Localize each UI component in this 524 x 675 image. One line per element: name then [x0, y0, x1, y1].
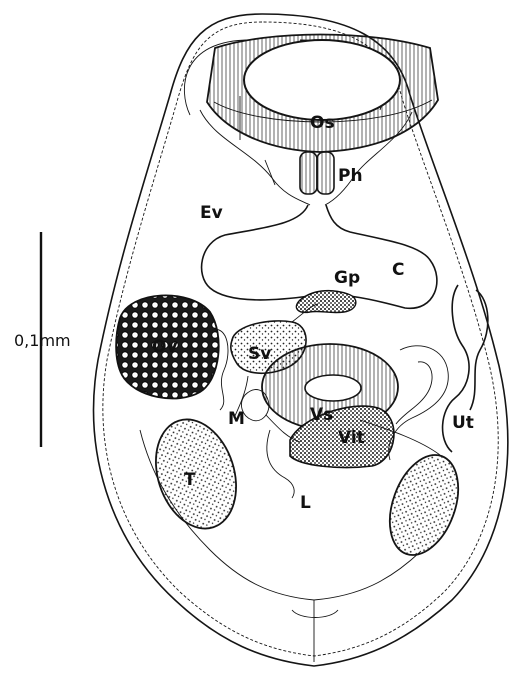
- pharynx: [300, 152, 334, 194]
- label-ventral-sucker: Vs: [310, 405, 333, 425]
- label-mehlis-gland: M: [228, 409, 245, 429]
- oral-sucker: [207, 35, 438, 153]
- label-caeca: C: [392, 260, 404, 280]
- label-testis: T: [184, 470, 196, 490]
- label-vitellarium: Vit: [338, 428, 365, 448]
- label-uterus: Ut: [452, 413, 474, 433]
- label-oral-sucker: Os: [310, 113, 335, 133]
- label-genital-pore: Gp: [334, 268, 360, 288]
- scale-bar-label: 0,1mm: [14, 331, 71, 350]
- label-ovary: Ov: [152, 337, 178, 357]
- label-seminal-vesicle: Sv: [248, 344, 271, 364]
- label-pharynx: Ph: [338, 166, 363, 186]
- label-excretory-vesicle: Ev: [200, 203, 223, 223]
- label-laurers-canal: L: [300, 493, 311, 513]
- genital-pore: [296, 291, 356, 313]
- testis-right: [377, 446, 471, 565]
